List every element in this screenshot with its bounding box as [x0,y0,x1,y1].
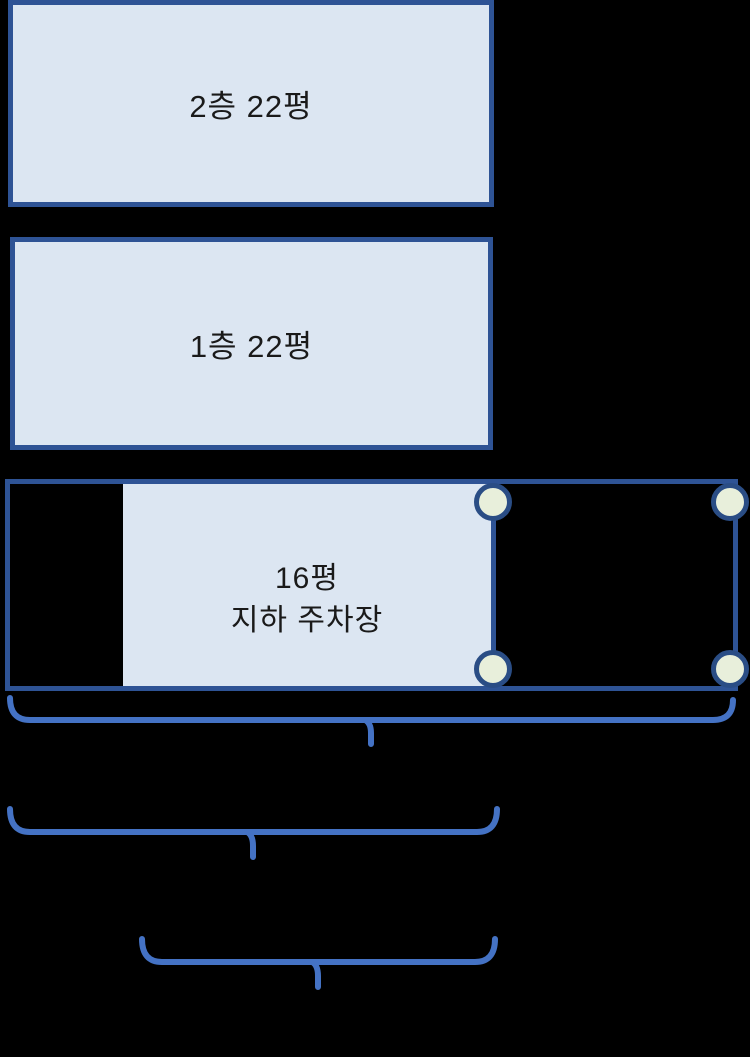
floor-2-box: 2층 22평 [8,0,494,207]
brace-full-width [7,695,736,747]
basement-outline-box [5,479,738,691]
parking-area-box: 16평 지하 주차장 [123,484,496,686]
wheel-circle-inner-bottom [474,650,512,688]
parking-size-label: 16평 [275,562,339,595]
floor-1-label: 1층 22평 [189,329,314,364]
brace-left-section [7,806,500,860]
wheel-circle-outer-top [711,483,749,521]
parking-name-label: 지하 주차장 [230,604,384,637]
brace-center-section [139,936,498,990]
wheel-circle-inner-top [474,483,512,521]
floor-2-label: 2층 22평 [189,89,313,124]
parking-area-label: 16평 지하 주차장 [231,558,383,642]
floor-1-box: 1층 22평 [10,237,493,450]
wheel-circle-outer-bottom [711,650,749,688]
